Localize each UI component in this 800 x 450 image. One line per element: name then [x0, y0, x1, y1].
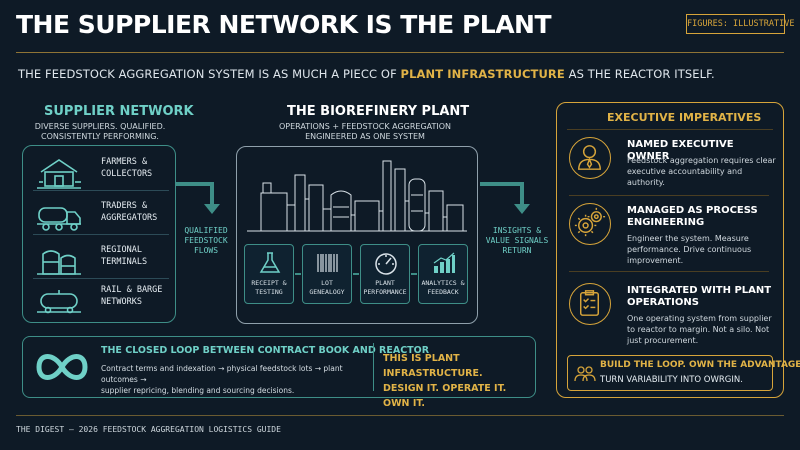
barcode-icon [317, 254, 338, 272]
closed-loop-title: THE CLOSED LOOP BETWEEN CONTRACT BOOK AN… [101, 345, 430, 356]
person-icon [578, 145, 601, 170]
bar-chart-icon [433, 252, 455, 273]
supplier-item-farmers: FARMERS & COLLECTORS [31, 146, 171, 198]
exec-item-process: MANAGED AS PROCESS ENGINEERING Engineer … [565, 203, 775, 273]
flow-label-right: INSIGHTS & VALUE SIGNALS RETURN [485, 226, 549, 255]
divider [567, 129, 773, 130]
plant-step-analytics: ANALYTICS & FEEDBACK [418, 244, 468, 304]
exec-item-heading: MANAGED AS PROCESS ENGINEERING [627, 205, 758, 228]
supplier-network-subtitle: DIVERSE SUPPLIERS. QUALIFIED. CONSISTENT… [34, 122, 166, 141]
plant-step-label: ANALYTICS & FEEDBACK [421, 279, 465, 296]
icon-circle [569, 137, 611, 179]
figures-badge: FIGURES: ILLUSTRATIVE [686, 14, 794, 34]
supplier-item-label: TRADERS & AGGREGATORS [101, 201, 158, 223]
plant-step-label: PLANT PERFORMANCE [363, 279, 407, 296]
exec-item-heading: NAMED EXECUTIVE OWNER [627, 139, 734, 162]
icon-circle [569, 283, 611, 325]
exec-item-body: Feedstock aggregation requires clear exe… [627, 156, 776, 187]
footer-text: THE DIGEST — 2026 FEEDSTOCK AGGREGATION … [16, 425, 281, 434]
divider [33, 190, 169, 191]
executive-title: EXECUTIVE IMPERATIVES [607, 111, 762, 124]
divider [33, 278, 169, 279]
exec-item-integrated: INTEGRATED WITH PLANT OPERATIONS One ope… [565, 283, 775, 353]
tanker-truck-icon [37, 207, 81, 231]
step-connectors [295, 273, 417, 275]
flow-arrow-right-icon [176, 182, 220, 214]
supplier-network-title: SUPPLIER NETWORK [44, 104, 194, 119]
subtitle-post: AS THE REACTOR ITSELF. [564, 67, 715, 81]
page-title: THE SUPPLIER NETWORK IS THE PLANT [16, 10, 552, 39]
icon-circle [569, 203, 611, 245]
cta-line-1: BUILD THE LOOP. OWN THE ADVANTAGE. [600, 360, 800, 370]
plant-subtitle: OPERATIONS + FEEDSTOCK AGGREGATION ENGIN… [278, 122, 452, 141]
plant-step-label: RECEIPT & TESTING [251, 279, 287, 296]
storage-tank-icon [37, 250, 81, 275]
header-rule [16, 52, 784, 53]
exec-item-owner: NAMED EXECUTIVE OWNER Feedstock aggregat… [565, 137, 776, 197]
subtitle-highlight: PLANT INFRASTRUCTURE [400, 67, 565, 81]
supplier-item-label: REGIONAL TERMINALS [101, 245, 148, 267]
supplier-item-label: RAIL & BARGE NETWORKS [101, 285, 163, 307]
people-icon [574, 366, 596, 382]
executive-panel: EXECUTIVE IMPERATIVES NAMED EXECUTIVE OW… [556, 102, 800, 398]
flow-label-left: QUALIFIED FEEDSTOCK FLOWS [184, 226, 228, 255]
cta-line-2: TURN VARIABILITY INTO OWRGIN. [600, 375, 743, 385]
flask-icon [259, 252, 281, 273]
plant-step-lot-genealogy: LOT GENEALOGY [302, 244, 352, 304]
rail-car-icon [37, 290, 81, 314]
divider [373, 343, 374, 391]
divider [33, 234, 169, 235]
footer-rule [16, 415, 784, 416]
exec-item-heading: INTEGRATED WITH PLANT OPERATIONS [627, 285, 772, 308]
plant-title: THE BIOREFINERY PLANT [287, 104, 470, 119]
supplier-panel: FARMERS & COLLECTORS TRADERS & AGGREGATO… [22, 145, 176, 323]
plant-step-label: LOT GENEALOGY [309, 279, 345, 296]
gears-icon [574, 207, 606, 237]
closed-loop-body: Contract terms and indexation → physical… [101, 364, 343, 395]
subtitle-pre: THE FEEDSTOCK AGGREGATION SYSTEM IS AS M… [18, 67, 401, 81]
cta-box: BUILD THE LOOP. OWN THE ADVANTAGE. TURN … [567, 355, 800, 391]
clipboard-icon [579, 290, 600, 316]
plant-step-performance: PLANT PERFORMANCE [360, 244, 410, 304]
closed-loop-panel: THE CLOSED LOOP BETWEEN CONTRACT BOOK AN… [22, 336, 536, 409]
refinery-icon [247, 160, 467, 232]
gauge-icon [375, 253, 397, 275]
plant-step-receipt: RECEIPT & TESTING [244, 244, 294, 304]
barn-icon [37, 159, 81, 189]
divider [569, 195, 769, 196]
supplier-item-rail: RAIL & BARGE NETWORKS [31, 274, 171, 326]
supplier-item-label: FARMERS & COLLECTORS [101, 157, 153, 179]
plant-panel [236, 146, 478, 324]
supplier-item-terminals: REGIONAL TERMINALS [31, 234, 171, 286]
supplier-item-traders: TRADERS & AGGREGATORS [31, 190, 171, 242]
infinity-loop-icon [36, 354, 88, 380]
exec-item-body: Engineer the system. Measure performance… [627, 234, 752, 265]
subtitle: THE FEEDSTOCK AGGREGATION SYSTEM IS AS M… [18, 67, 715, 81]
closed-loop-statement: THIS IS PLANT INFRASTRUCTURE. DESIGN IT.… [383, 353, 507, 409]
divider [569, 271, 769, 272]
exec-item-body: One operating system from supplier to re… [627, 314, 772, 345]
flow-arrow-return-icon [480, 182, 530, 214]
